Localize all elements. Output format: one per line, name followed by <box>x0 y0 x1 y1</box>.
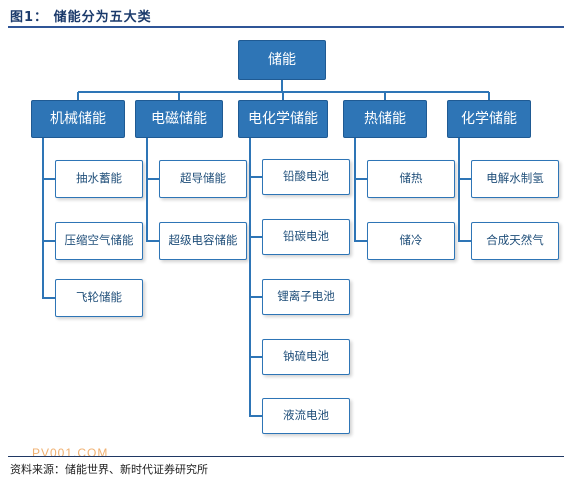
child-node-1-1: 超级电容储能 <box>159 222 247 260</box>
child-node-3-1: 储冷 <box>367 222 455 260</box>
category-spine-3 <box>354 138 356 242</box>
child-connector-2-1 <box>250 236 262 238</box>
child-connector-1-1 <box>147 240 159 242</box>
child-node-0-1: 压缩空气储能 <box>55 222 143 260</box>
child-node-4-0: 电解水制氢 <box>471 160 559 198</box>
category-spine-4 <box>458 138 460 242</box>
child-connector-3-0 <box>355 178 367 180</box>
category-spine-1 <box>146 138 148 242</box>
child-node-1-0: 超导储能 <box>159 160 247 198</box>
child-connector-0-0 <box>43 178 55 180</box>
child-node-2-2: 锂离子电池 <box>262 279 350 315</box>
child-connector-4-1 <box>459 240 471 242</box>
category-connector-1 <box>178 92 180 100</box>
child-connector-2-2 <box>250 296 262 298</box>
source-rule <box>8 456 564 457</box>
child-node-2-4: 液流电池 <box>262 398 350 434</box>
child-connector-0-1 <box>43 240 55 242</box>
watermark: PV001.COM <box>32 446 109 460</box>
category-node-0: 机械储能 <box>31 100 125 138</box>
category-node-2: 电化学储能 <box>238 100 328 138</box>
child-node-0-2: 飞轮储能 <box>55 279 143 317</box>
child-node-3-0: 储热 <box>367 160 455 198</box>
category-connector-4 <box>488 92 490 100</box>
child-node-2-1: 铅碳电池 <box>262 219 350 255</box>
child-connector-2-4 <box>250 415 262 417</box>
category-connector-0 <box>77 92 79 100</box>
category-spine-0 <box>42 138 44 299</box>
child-node-2-3: 钠硫电池 <box>262 339 350 375</box>
category-connector-3 <box>384 92 386 100</box>
child-connector-3-1 <box>355 240 367 242</box>
root-connector <box>281 80 283 92</box>
title-rule <box>8 26 564 28</box>
child-connector-1-0 <box>147 178 159 180</box>
source-note: 资料来源：储能世界、新时代证券研究所 <box>10 463 208 476</box>
category-spine-2 <box>249 138 251 417</box>
child-connector-0-2 <box>43 297 55 299</box>
child-node-0-0: 抽水蓄能 <box>55 160 143 198</box>
child-node-2-0: 铅酸电池 <box>262 159 350 195</box>
child-node-4-1: 合成天然气 <box>471 222 559 260</box>
child-connector-4-0 <box>459 178 471 180</box>
root-node: 储能 <box>238 40 326 80</box>
child-connector-2-0 <box>250 176 262 178</box>
category-node-3: 热储能 <box>343 100 427 138</box>
category-node-1: 电磁储能 <box>135 100 223 138</box>
figure-title: 图1： 储能分为五大类 <box>10 10 152 25</box>
child-connector-2-3 <box>250 356 262 358</box>
category-connector-2 <box>282 92 284 100</box>
category-node-4: 化学储能 <box>447 100 531 138</box>
